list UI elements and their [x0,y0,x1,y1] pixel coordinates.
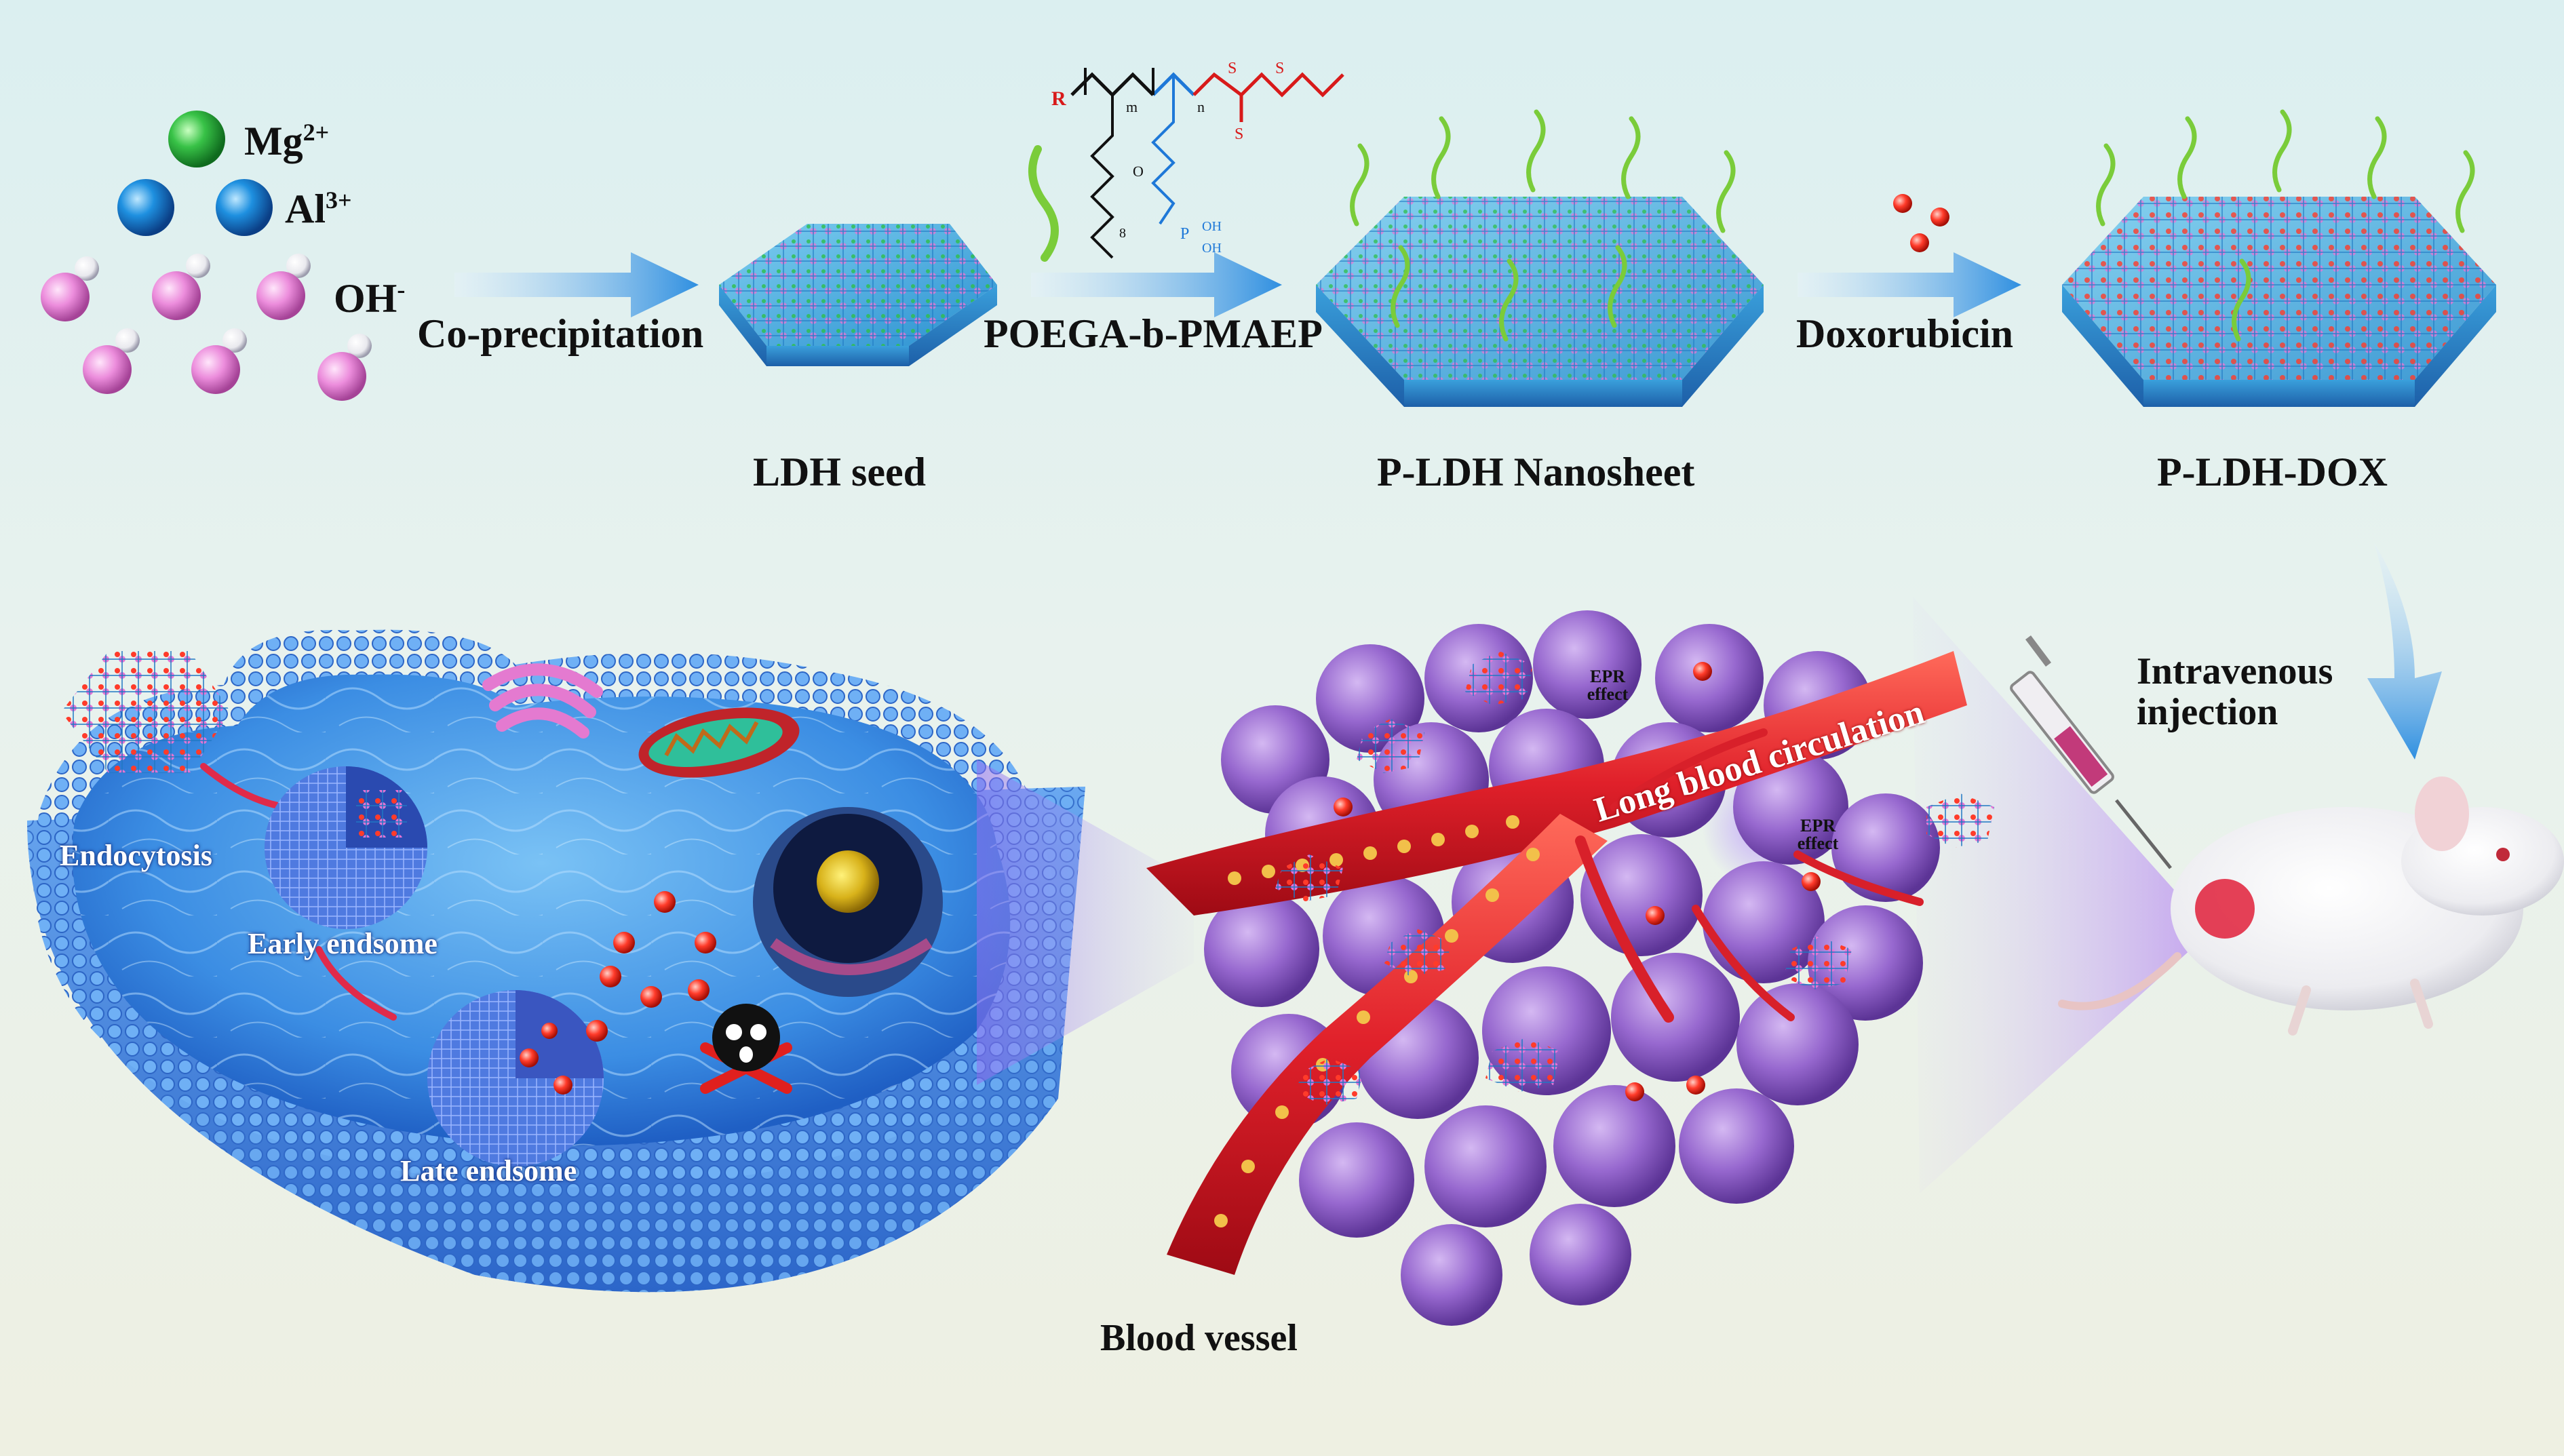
polymer-structure [1028,68,1344,262]
syringe-icon [2010,635,2172,869]
nucleus [753,807,943,997]
p-ldh-dox [2062,109,2496,407]
late-endosome [427,990,604,1166]
mg-sphere [168,111,225,168]
injection-line1: Intravenous [2137,650,2333,692]
ion-legend [41,111,372,401]
mg-label: Mg2+ [244,121,330,163]
chem-oh2: OH [1202,241,1222,256]
chem-oh1: OH [1202,219,1222,234]
late-endosome-label: Late endsome [400,1154,577,1187]
chem-s1: S [1228,60,1237,77]
al-sphere [117,179,174,236]
polymer-arrow [1031,252,1282,317]
mitochondrion [638,707,800,778]
early-endosome-label: Early endsome [248,927,438,960]
ldh-seed [719,224,997,366]
mouse-to-tumor-cone [1913,597,2191,1194]
doxorubicin-label: Doxorubicin [1796,311,2014,356]
chem-n: n [1197,98,1205,115]
doxorubicin-molecules [1893,194,1949,252]
chem-p: P [1180,225,1189,243]
blood-vessel-label: Blood vessel [1100,1317,1298,1359]
down-arrow [2367,543,2442,760]
p-ldh-nanosheet [1316,109,1764,407]
hydroxide-cluster [41,254,372,401]
epr-1-line2: effect [1587,684,1629,704]
endosome-arrow [315,946,397,1021]
epr-1-line1: EPR [1590,667,1625,686]
nanosheets-in-tumor [1275,651,1994,1105]
mouse-illustration [2058,776,2564,1036]
injection-line2: injection [2137,691,2278,733]
early-endosome [265,766,427,929]
chem-eight: 8 [1119,226,1126,241]
golgi [482,663,603,739]
chem-s2: S [1275,60,1284,77]
epr-2-line2: effect [1797,833,1839,853]
released-dox [586,891,716,1042]
al-label: Al3+ [285,189,352,231]
endocytosis-label: Endocytosis [60,839,212,872]
endocytosis-arrow [200,763,288,810]
ldh-seed-label: LDH seed [753,450,926,494]
polymer-label: POEGA-b-PMAEP [984,311,1323,356]
p-ldh-label: P-LDH Nanosheet [1377,450,1695,494]
epr-label-2: EPR effect [1784,817,1852,852]
doxorubicin-arrow [1798,252,2021,317]
dox-in-tumor [1334,662,1821,1101]
epr-label-1: EPR effect [1574,668,1642,703]
oh-label: OH- [334,278,406,321]
coprecipitation-label: Co-precipitation [417,311,704,356]
skull-icon [700,1004,792,1094]
chem-m: m [1126,98,1138,115]
epr-2-line1: EPR [1800,816,1835,835]
p-ldh-dox-label: P-LDH-DOX [2157,450,2388,494]
oh-label-box: OH- [334,278,406,321]
al-label-box: Al3+ [285,189,352,231]
nanosheet-entering-cell [61,651,231,773]
mg-label-box: Mg2+ [244,121,330,163]
coprecipitation-arrow [454,252,699,317]
al-sphere [216,179,273,236]
chem-o: O [1133,163,1144,180]
chem-r: R [1051,87,1066,110]
cell-to-tumor-cone [977,760,1194,1085]
chem-s3: S [1235,125,1243,143]
